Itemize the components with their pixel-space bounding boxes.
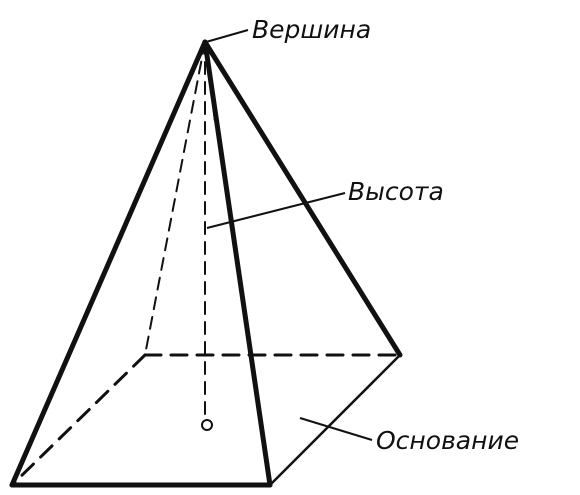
lateral-edge-inner [205, 43, 217, 122]
base-edge-right [268, 353, 402, 487]
base-leader [299, 417, 373, 441]
height-label: Высота [348, 177, 444, 206]
height-foot-point [201, 419, 213, 431]
hidden-lateral-edge [144, 41, 206, 356]
base-label: Основание [376, 426, 519, 455]
apex-leader [205, 29, 249, 43]
lateral-edge-left [9, 39, 208, 488]
lateral-edge-right [202, 39, 403, 358]
height-leader [206, 192, 346, 229]
hidden-base-edge-left [10, 353, 147, 487]
lateral-edge-front [202, 39, 273, 488]
apex-label: Вершина [252, 15, 371, 44]
